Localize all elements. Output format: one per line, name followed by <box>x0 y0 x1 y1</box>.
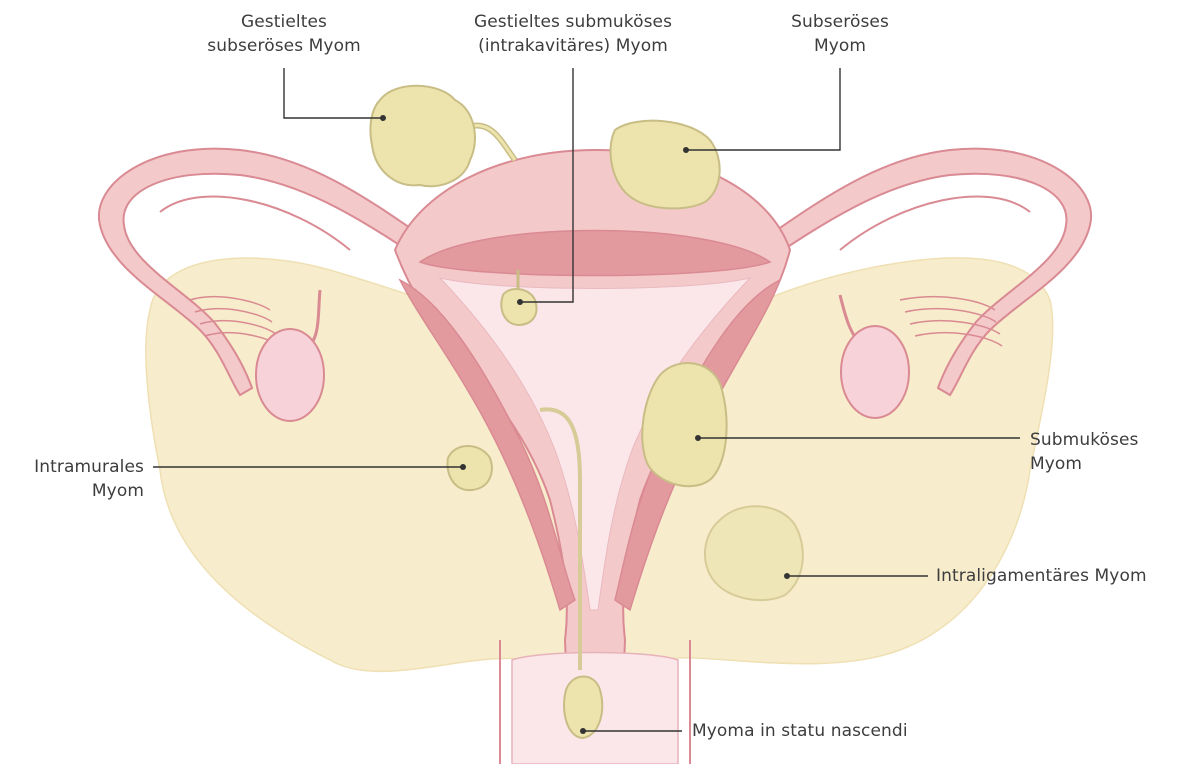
label-myoma-in-statu-nascendi: Myoma in statu nascendi <box>692 719 962 743</box>
myoma-pedunculated-subserous <box>370 86 475 187</box>
label-line-2: Myom <box>2 479 144 503</box>
myoma-intraligamentary <box>705 506 803 600</box>
label-intramurales-myom: Intramurales Myom <box>2 455 144 503</box>
label-gestieltes-submukoeses-myom: Gestieltes submuköses (intrakavitäres) M… <box>448 10 698 58</box>
label-intraligamentaeres-myom: Intraligamentäres Myom <box>936 564 1186 588</box>
label-submukoeses-myom: Submuköses Myom <box>1030 428 1180 476</box>
myoma-subserous <box>610 121 719 209</box>
right-ovary <box>841 326 909 418</box>
label-line-1: Gestieltes submuköses <box>448 10 698 34</box>
leader-gestieltes-subseroeses <box>284 68 383 118</box>
myoma-intramural <box>447 446 491 490</box>
label-line-1: Subseröses <box>770 10 910 34</box>
left-ovary <box>256 329 324 421</box>
label-line-1: Intramurales <box>2 455 144 479</box>
label-line-1: Submuköses <box>1030 428 1180 452</box>
right-fimbriae-inner <box>840 197 1030 250</box>
label-line-2: Myom <box>770 34 910 58</box>
label-line-2: Myom <box>1030 452 1180 476</box>
label-line-2: subseröses Myom <box>186 34 382 58</box>
label-line-1: Gestieltes <box>186 10 382 34</box>
myoma-pedunculated-submucous <box>501 289 536 325</box>
label-gestieltes-subseroeses-myom: Gestieltes subseröses Myom <box>186 10 382 58</box>
myoma-submucous <box>642 363 726 486</box>
label-subseroeses-myom: Subseröses Myom <box>770 10 910 58</box>
label-line-2: (intrakavitäres) Myom <box>448 34 698 58</box>
left-fimbriae-inner <box>160 197 350 250</box>
